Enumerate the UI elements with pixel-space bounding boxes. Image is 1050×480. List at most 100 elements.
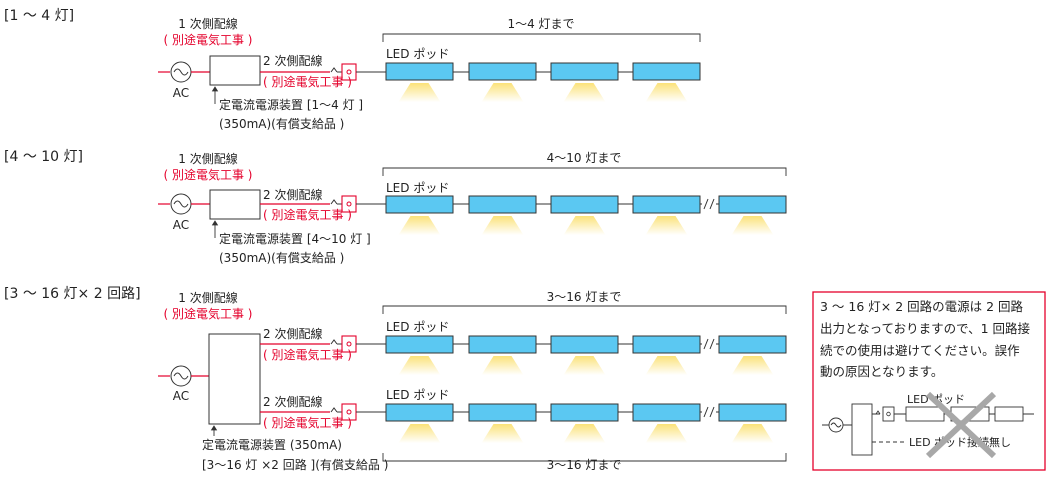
secondary-wiring-label: 2 次側配線 — [263, 187, 322, 202]
primary-wiring-label: 1 次側配線 — [178, 16, 237, 31]
connector-icon — [875, 410, 881, 415]
light-cone — [645, 356, 688, 375]
led-pod — [385, 335, 454, 354]
secondary-wiring-label: 2 次側配線 — [263, 394, 322, 409]
led-pod — [632, 335, 701, 354]
led-pod — [385, 62, 454, 81]
secondary-wiring-note: ( 別途電気工事 ) — [263, 415, 352, 430]
led-pod — [550, 62, 619, 81]
light-cone — [731, 424, 774, 443]
ac-label: AC — [173, 389, 189, 403]
span-bracket — [382, 167, 787, 176]
supply-label-line2: [3～16 灯 ×2 回路 ](有償支給品 ) — [202, 457, 388, 472]
supply-label-line1: 定電流電源装置 [4～10 灯 ] — [219, 231, 371, 246]
light-cone — [563, 424, 606, 443]
connector-icon — [330, 67, 338, 73]
light-cone — [563, 216, 606, 235]
led-pod-label: LED ポッド — [386, 47, 449, 61]
wire-break-icon — [702, 198, 716, 210]
led-pod — [632, 195, 701, 214]
supply-label-line2: (350mA)(有償支給品 ) — [219, 117, 344, 131]
fuse-icon — [341, 63, 357, 81]
ac-source-icon — [828, 417, 844, 433]
light-cone — [398, 216, 441, 235]
span-bracket — [382, 453, 787, 462]
connector-icon — [330, 339, 338, 345]
wire-break-icon — [702, 338, 716, 350]
power-supply-box — [209, 189, 261, 220]
warning-note: 3 ～ 16 灯× 2 回路の電源は 2 回路 出力となっておりますので、1 回… — [812, 291, 1046, 471]
led-pod — [468, 403, 537, 422]
primary-wiring-note: ( 別途電気工事 ) — [164, 32, 253, 47]
ac-label: AC — [173, 86, 189, 100]
cross-icon — [925, 391, 997, 459]
light-cone — [731, 356, 774, 375]
fuse-icon — [882, 406, 895, 422]
light-cone — [481, 83, 524, 102]
primary-wiring-label: 1 次側配線 — [178, 151, 237, 166]
light-cone — [398, 83, 441, 102]
supply-label-line1: 定電流電源装置 (350mA) — [202, 437, 342, 452]
light-cone — [645, 424, 688, 443]
power-supply-box — [208, 333, 261, 425]
led-pod — [468, 62, 537, 81]
mini-led-pod — [905, 406, 945, 422]
mini-power-supply — [851, 403, 873, 456]
led-pod — [550, 403, 619, 422]
ac-source-icon — [170, 193, 192, 215]
led-pod — [550, 195, 619, 214]
led-pod — [468, 335, 537, 354]
light-cone — [563, 83, 606, 102]
section-heading: [1 ～ 4 灯] — [4, 8, 74, 24]
ac-source-icon — [170, 61, 192, 83]
note-line: 続での使用は避けてください。誤作 — [820, 343, 1020, 358]
light-cone — [481, 216, 524, 235]
led-pod — [632, 403, 701, 422]
primary-wiring-label: 1 次側配線 — [178, 290, 237, 305]
supply-label-line2: (350mA)(有償支給品 ) — [219, 251, 344, 265]
span-bracket — [382, 33, 701, 42]
ac-source-icon — [170, 365, 192, 387]
connector-icon — [330, 407, 338, 413]
light-cone — [645, 216, 688, 235]
led-pod-label: LED ポッド — [386, 388, 449, 402]
light-cone — [563, 356, 606, 375]
ac-label: AC — [173, 218, 189, 232]
led-pod-label: LED ポッド — [386, 320, 449, 334]
light-cone — [481, 356, 524, 375]
power-supply-box — [209, 55, 261, 86]
led-pod — [718, 335, 787, 354]
led-pod-label: LED ポッド — [386, 181, 449, 195]
span-bracket — [382, 305, 787, 314]
secondary-wiring-note: ( 別途電気工事 ) — [263, 207, 352, 222]
fuse-icon — [341, 335, 357, 353]
span-label: 3～16 灯まで — [547, 458, 622, 472]
led-pods — [385, 62, 787, 443]
note-line: 動の原因となります。 — [820, 364, 943, 379]
light-cone — [731, 216, 774, 235]
led-pod — [718, 403, 787, 422]
secondary-wiring-note: ( 別途電気工事 ) — [263, 347, 352, 362]
supply-label-line1: 定電流電源装置 [1～4 灯 ] — [219, 97, 363, 112]
span-label: 3～16 灯まで — [547, 290, 622, 304]
section-4-to-10: [4 ～ 10 灯] 1 次側配線 ( 別途電気工事 ) AC 2 次側配線 (… — [4, 149, 787, 265]
mini-unconnected-label: LED ポッド接続無し — [909, 435, 1011, 449]
mini-led-pod — [994, 406, 1024, 422]
secondary-wiring-label: 2 次側配線 — [263, 326, 322, 341]
note-line: 3 ～ 16 灯× 2 回路の電源は 2 回路 — [820, 299, 1024, 314]
light-cone — [398, 356, 441, 375]
led-pod — [468, 195, 537, 214]
led-pod — [385, 403, 454, 422]
led-pod — [550, 335, 619, 354]
primary-wiring-note: ( 別途電気工事 ) — [164, 167, 253, 182]
wire-break-icon — [702, 406, 716, 418]
span-label: 1～4 灯まで — [507, 17, 574, 31]
primary-wiring-note: ( 別途電気工事 ) — [164, 306, 253, 321]
light-cone — [645, 83, 688, 102]
mini-wiring-diagram: LED ポッド LED ポッド接続無し — [822, 391, 1034, 459]
led-pod — [385, 195, 454, 214]
led-pod — [718, 195, 787, 214]
section-3-to-16-x2: [3 ～ 16 灯× 2 回路] 1 次側配線 ( 別途電気工事 ) AC 2 … — [4, 286, 787, 472]
section-heading: [3 ～ 16 灯× 2 回路] — [4, 286, 141, 302]
